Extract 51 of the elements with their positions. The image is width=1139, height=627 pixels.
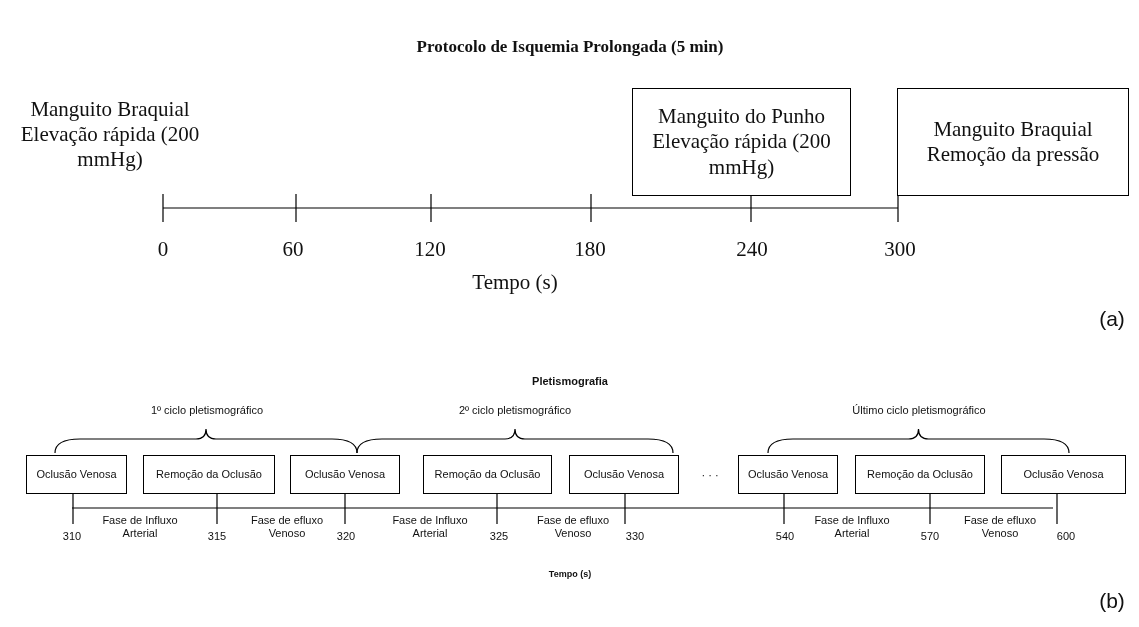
box-label: Oclusão Venosa — [1023, 467, 1104, 482]
axis-title: Tempo (s) — [547, 569, 593, 580]
box-label: Oclusão Venosa — [304, 467, 386, 482]
process-box — [738, 455, 838, 494]
brace-label: 2º ciclo pletismográfico — [457, 404, 573, 418]
process-box — [855, 455, 985, 494]
tick-label: 570 — [919, 530, 941, 544]
panel-label: (b) — [1098, 588, 1126, 614]
panel-label: (a) — [1098, 306, 1126, 332]
phase-label: Fase de efluxo Venoso — [535, 514, 611, 541]
brace-label: Último ciclo pletismográfico — [851, 404, 987, 418]
tick-label: 240 — [735, 237, 769, 263]
tick-label: 330 — [624, 530, 646, 544]
tick-label: 320 — [335, 530, 357, 544]
tick-label: 600 — [1055, 530, 1077, 544]
box-label: Remoção da Oclusão — [867, 467, 973, 482]
box-label: Manguito do Punho Elevação rápida (200 mmHg) — [651, 104, 832, 180]
tick-label: 120 — [413, 237, 447, 263]
tick-label: 300 — [883, 237, 917, 263]
axis-title: Tempo (s) — [471, 270, 559, 296]
annotation-text: Manguito Braquial Elevação rápida (200 mmHg) — [19, 97, 201, 173]
process-box — [1001, 455, 1126, 494]
phase-label: Fase de efluxo Venoso — [962, 514, 1038, 541]
tick-label: 0 — [156, 237, 170, 263]
process-box — [897, 88, 1129, 196]
tick-label: 60 — [281, 237, 305, 263]
tick-label: 325 — [488, 530, 510, 544]
section-title: Pletismografia — [531, 375, 609, 389]
tick-label: 315 — [206, 530, 228, 544]
phase-label: Fase de Influxo Arterial — [391, 514, 469, 541]
ellipsis: · · · — [700, 469, 720, 483]
tick-label: 540 — [774, 530, 796, 544]
process-box — [290, 455, 400, 494]
box-label: Manguito Braquial Remoção da pressão — [925, 116, 1101, 168]
process-box — [143, 455, 275, 494]
box-label: Remoção da Oclusão — [434, 467, 541, 482]
process-box — [423, 455, 552, 494]
phase-label: Fase de Influxo Arterial — [813, 514, 891, 541]
brace-label: 1º ciclo pletismográfico — [149, 404, 265, 418]
tick-label: 310 — [61, 530, 83, 544]
phase-label: Fase de Influxo Arterial — [101, 514, 179, 541]
box-label: Oclusão Venosa — [747, 467, 829, 482]
diagram-title: Protocolo de Isquemia Prolongada (5 min) — [415, 37, 725, 58]
phase-label: Fase de efluxo Venoso — [249, 514, 325, 541]
box-label: Oclusão Venosa — [36, 467, 117, 482]
box-label: Oclusão Venosa — [583, 467, 665, 482]
process-box — [26, 455, 127, 494]
process-box — [632, 88, 851, 196]
process-box — [569, 455, 679, 494]
box-label: Remoção da Oclusão — [156, 467, 262, 482]
tick-label: 180 — [573, 237, 607, 263]
